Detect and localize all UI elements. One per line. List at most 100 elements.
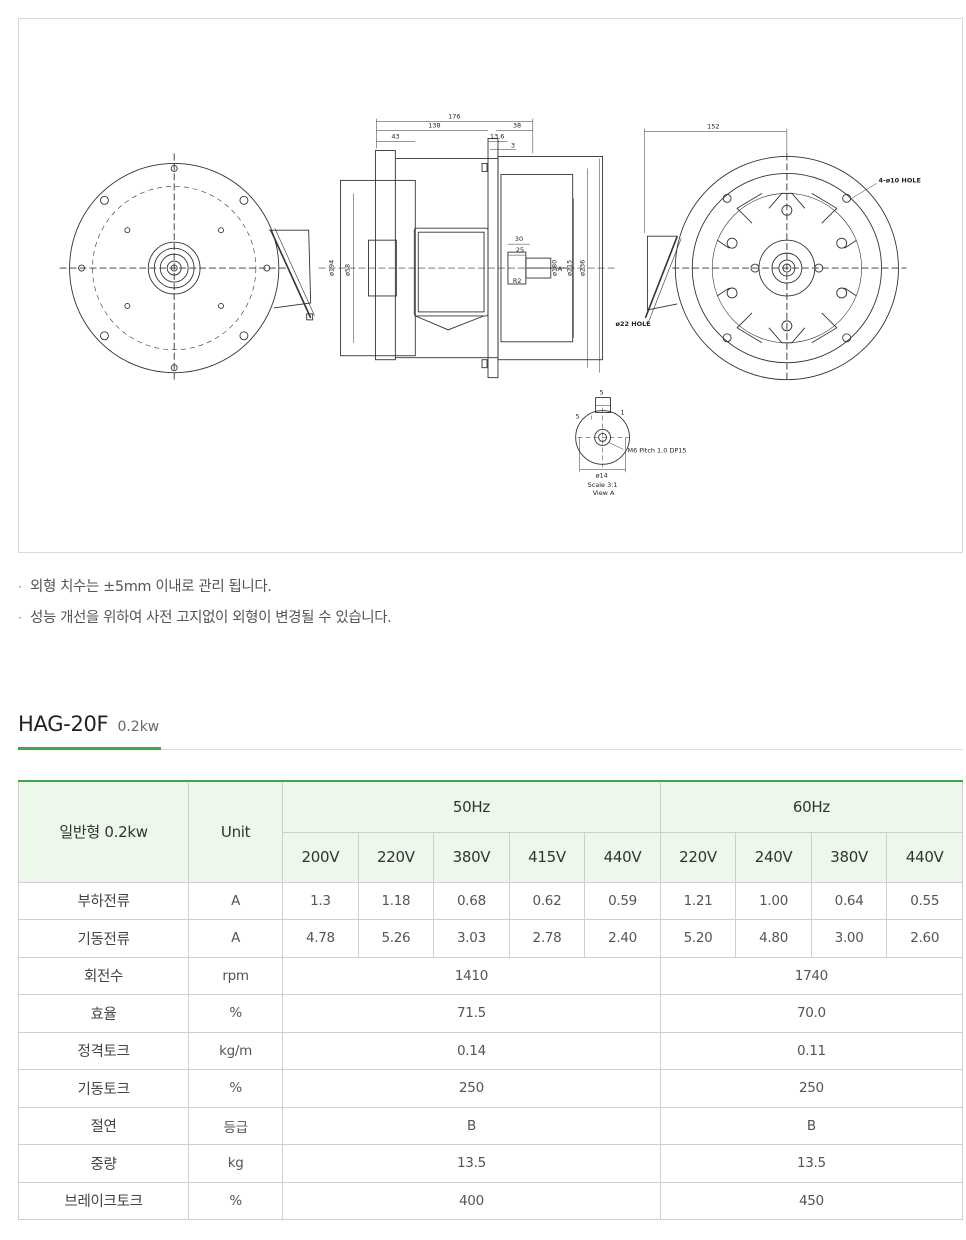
svg-text:176: 176 — [448, 113, 460, 121]
row-label: 효율 — [17, 994, 190, 1033]
table-row: 중량 kg 13.5 13.5 — [17, 1144, 964, 1183]
model-power: 0.2kw — [117, 719, 160, 735]
row-unit: kg — [188, 1144, 284, 1183]
row-unit: A — [188, 881, 284, 920]
front-view — [644, 128, 907, 383]
svg-text:View A: View A — [593, 489, 615, 497]
header-type: 일반형 0.2kw — [17, 780, 190, 883]
section-header: HAG-20F 0.2kw — [18, 712, 963, 750]
header-volt: 200V — [282, 831, 359, 883]
row-unit: A — [188, 919, 284, 958]
header-volt: 440V — [584, 831, 661, 883]
svg-text:25: 25 — [516, 246, 524, 254]
svg-text:43: 43 — [391, 133, 399, 141]
table-cell: 5.20 — [659, 919, 737, 958]
svg-text:4-ø10 HOLE: 4-ø10 HOLE — [879, 176, 921, 184]
row-unit: 등급 — [188, 1106, 284, 1145]
table-cell-60hz: 70.0 — [659, 994, 964, 1033]
row-unit: % — [188, 1069, 284, 1108]
svg-text:5: 5 — [600, 389, 604, 397]
svg-text:ø194: ø194 — [328, 260, 336, 276]
svg-text:R2: R2 — [513, 277, 522, 285]
header-volt: 380V — [810, 831, 888, 883]
header-60hz: 60Hz — [659, 780, 964, 833]
table-cell-50hz: 13.5 — [282, 1144, 661, 1183]
row-label: 절연 — [17, 1106, 190, 1145]
model-name: HAG-20F — [18, 712, 109, 736]
svg-text:Scale 3:1: Scale 3:1 — [588, 481, 618, 489]
row-unit: kg/m — [188, 1031, 284, 1070]
svg-text:ø180: ø180 — [551, 260, 559, 276]
table-row: 기동전류 A 4.78 5.26 3.03 2.78 2.40 5.20 4.8… — [17, 919, 963, 958]
svg-text:5: 5 — [576, 413, 580, 421]
svg-text:152: 152 — [707, 123, 719, 131]
table-cell-60hz: B — [659, 1106, 964, 1145]
side-view — [318, 118, 618, 379]
svg-text:30: 30 — [515, 235, 523, 243]
table-cell-50hz: 0.14 — [282, 1031, 661, 1070]
bullet-icon: · — [18, 580, 22, 594]
row-label: 부하전류 — [17, 881, 190, 920]
svg-text:ø14: ø14 — [596, 471, 608, 479]
svg-text:1: 1 — [621, 409, 625, 417]
table-cell: 0.55 — [886, 881, 963, 920]
table-cell-60hz: 250 — [659, 1069, 964, 1108]
row-label: 기동전류 — [17, 919, 190, 958]
header-volt: 240V — [735, 831, 812, 883]
row-unit: % — [188, 1181, 284, 1220]
notes-list: ·외형 치수는 ±5mm 이내로 관리 됩니다. ·성능 개선을 위하여 사전 … — [18, 577, 963, 639]
header-volt: 415V — [508, 831, 586, 883]
table-row: 효율 % 71.5 70.0 — [17, 994, 964, 1033]
technical-drawing: 176 138 38 43 13.6 3 30 25 A R2 ø194 ø58… — [18, 18, 963, 553]
table-row: 부하전류 A 1.3 1.18 0.68 0.62 0.59 1.21 1.00… — [17, 881, 963, 920]
note-item: ·성능 개선을 위하여 사전 고지없이 외형이 변경될 수 있습니다. — [18, 608, 963, 628]
table-cell: 2.40 — [584, 919, 661, 958]
header-volt: 380V — [433, 831, 510, 883]
svg-text:38: 38 — [513, 122, 521, 130]
table-cell-60hz: 13.5 — [659, 1144, 964, 1183]
svg-text:3: 3 — [511, 142, 515, 150]
table-cell: 1.21 — [659, 881, 737, 920]
table-cell-60hz: 450 — [659, 1181, 964, 1220]
table-row: 기동토크 % 250 250 — [17, 1069, 964, 1108]
table-cell-50hz: 400 — [282, 1181, 661, 1220]
svg-text:138: 138 — [428, 122, 440, 130]
svg-text:ø22 HOLE: ø22 HOLE — [616, 320, 651, 328]
row-unit: % — [188, 994, 284, 1033]
table-cell: 5.26 — [357, 919, 435, 958]
dimension-labels: 176 138 38 43 13.6 3 30 25 A R2 ø194 ø58… — [328, 113, 921, 498]
table-cell-60hz: 1740 — [659, 956, 964, 995]
note-item: ·외형 치수는 ±5mm 이내로 관리 됩니다. — [18, 577, 963, 597]
table-cell: 4.78 — [282, 919, 359, 958]
svg-text:M6 Pitch 1.0 DP15: M6 Pitch 1.0 DP15 — [627, 446, 686, 454]
table-row: 브레이크토크 % 400 450 — [17, 1181, 964, 1220]
svg-text:13.6: 13.6 — [490, 133, 504, 141]
header-unit: Unit — [188, 780, 284, 883]
view-a-detail — [575, 397, 630, 473]
svg-text:ø58: ø58 — [344, 264, 352, 276]
table-cell: 4.80 — [735, 919, 812, 958]
table-cell-50hz: 71.5 — [282, 994, 661, 1033]
svg-text:ø215: ø215 — [566, 260, 574, 276]
table-cell: 0.64 — [810, 881, 888, 920]
svg-text:ø236: ø236 — [579, 260, 587, 276]
header-volt: 440V — [886, 831, 963, 883]
table-cell: 1.18 — [357, 881, 435, 920]
table-cell-50hz: 1410 — [282, 956, 661, 995]
table-cell: 0.68 — [433, 881, 510, 920]
table-cell: 0.59 — [584, 881, 661, 920]
rear-view — [59, 153, 315, 383]
spec-table: 일반형 0.2kw Unit 50Hz 60Hz 200V 220V 380V … — [17, 780, 964, 1220]
header-50hz: 50Hz — [282, 780, 661, 833]
table-cell-50hz: B — [282, 1106, 661, 1145]
table-row: 회전수 rpm 1410 1740 — [17, 956, 964, 995]
table-cell: 1.00 — [735, 881, 812, 920]
table-cell: 0.62 — [508, 881, 586, 920]
table-cell: 3.03 — [433, 919, 510, 958]
row-label: 브레이크토크 — [17, 1181, 190, 1220]
bullet-icon: · — [18, 611, 22, 625]
table-row: 정격토크 kg/m 0.14 0.11 — [17, 1031, 964, 1070]
table-cell: 3.00 — [810, 919, 888, 958]
section-title: HAG-20F 0.2kw — [18, 712, 162, 750]
table-cell-50hz: 250 — [282, 1069, 661, 1108]
